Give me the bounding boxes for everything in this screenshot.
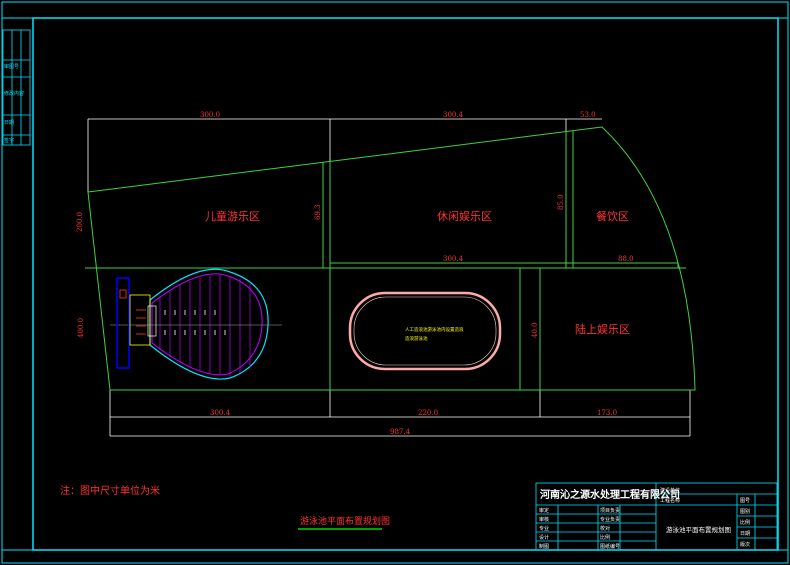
dim-bottom-mid: 220.0 [418,409,438,417]
dim-top-right: 53.0 [580,111,596,119]
left-label-3: 设计 [539,534,549,541]
revision-label-3: 签字 [4,137,14,144]
dim-right-vertical: 85.0 [557,194,565,210]
revision-table-labels: 审图号 修改内容 日期 签字 [4,63,24,144]
sheet-title: 游泳池平面布置规划图 [300,515,390,527]
dim-top-mid: 300.4 [443,111,464,119]
wave-pool [348,291,502,371]
dim-pool-right-vertical: 40.0 [531,322,539,338]
site-boundary [85,126,696,391]
project-label-0: 建设单位 [660,487,680,494]
left-label-0: 审定 [539,507,549,514]
zone-label-dining: 餐饮区 [596,209,629,223]
revision-table [2,29,31,146]
zone-label-leisure: 休闲娱乐区 [437,209,492,223]
right-label-0: 图号 [740,498,750,504]
middle-label-0: 项目负责 [600,507,620,514]
dim-mid-vertical: 69.3 [314,204,322,220]
dim-bottom-left: 300.4 [210,409,231,417]
dim-mid-horizontal: 300.4 [443,255,464,263]
left-label-2: 专业 [539,525,549,532]
dim-right-horizontal: 88.0 [618,255,634,263]
middle-label-1: 专业负责 [600,516,620,523]
title-block-text: 河南沁之源水处理工程有限公司 建设单位 工程名称 审定 审核 专业 设计 制图 … [539,487,750,550]
company-name: 河南沁之源水处理工程有限公司 [540,488,680,501]
drawing-name: 游泳池平面布置规划图 [666,525,731,534]
zone-label-kids: 儿童游乐区 [205,209,260,223]
dimension-lines [87,118,691,437]
kids-water-play-area [110,268,282,380]
right-label-2: 比例 [740,519,750,526]
revision-label-2: 日期 [4,120,14,126]
left-label-4: 制图 [539,543,549,550]
zone-labels: 儿童游乐区 休闲娱乐区 餐饮区 陆上娱乐区 [205,209,630,336]
dim-left-lower: 400.0 [77,318,85,338]
dim-top-left: 300.0 [200,111,220,119]
left-label-1: 审核 [539,516,549,523]
pool-annotation: 人工造浪池游泳池内设置造浪 造浪游泳池 [405,326,464,342]
dimension-labels: 300.0 300.4 53.0 200.0 69.3 85.0 300.4 8… [76,111,634,436]
middle-label-2: 校对 [600,525,610,532]
right-label-3: 日期 [740,531,750,537]
units-note: 注：图中尺寸单位为米 [60,484,160,497]
zone-label-land: 陆上娱乐区 [575,322,630,336]
revision-label-0: 审图号 [4,63,19,70]
right-label-1: 图别 [740,508,750,515]
project-label-1: 工程名称 [660,497,680,504]
pool-annotation-line-2: 造浪游泳池 [405,335,428,342]
dim-bottom-right: 173.0 [597,409,617,417]
right-label-4: 版次 [740,541,750,548]
revision-label-1: 修改内容 [4,90,24,97]
middle-label-4: 图纸编号 [600,543,620,550]
dim-left-upper: 200.0 [76,212,84,232]
dim-bottom-total: 987.4 [390,428,411,436]
title-block [535,482,778,551]
middle-label-3: 比例 [600,534,610,541]
pool-annotation-line-1: 人工造浪池游泳池内设置造浪 [405,326,464,333]
